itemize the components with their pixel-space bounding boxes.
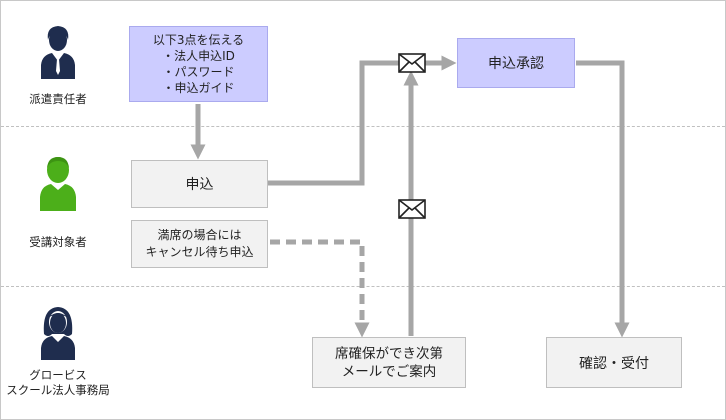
waitlist-box: 満席の場合には キャンセル待ち申込 [131, 220, 268, 268]
envelope-icon [398, 53, 426, 73]
notify-line: ・法人申込ID [162, 49, 235, 63]
approve-box: 申込承認 [457, 38, 575, 88]
woman-icon [41, 307, 75, 360]
notify-line: ・申込ガイド [162, 81, 235, 95]
envelope-icon [398, 199, 426, 219]
waitlist-line: 満席の場合には [157, 228, 242, 242]
person-icon [40, 157, 76, 211]
business-person-icon [41, 26, 75, 79]
confirm-label: 確認・受付 [579, 355, 649, 372]
confirm-box: 確認・受付 [546, 337, 682, 388]
seat-mail-line: 席確保ができ次第 [335, 345, 443, 362]
notify-line: 以下3点を伝える [152, 33, 245, 47]
waitlist-line: キャンセル待ち申込 [145, 245, 254, 259]
seat-mail-box: 席確保ができ次第 メールでご案内 [312, 337, 466, 388]
notify-line: ・パスワード [162, 65, 235, 79]
seat-mail-line: メールでご案内 [341, 363, 437, 380]
arrow-apply-to-approve [268, 55, 457, 186]
lane-label-trainee: 受講対象者 [29, 235, 87, 249]
apply-label: 申込 [185, 177, 214, 193]
approve-label: 申込承認 [488, 56, 544, 72]
lane-label-office-line2: スクール法人事務局 [6, 383, 110, 397]
arrow-approve-to-confirm [576, 60, 630, 338]
arrow-waitlist-to-seat-mail [270, 239, 370, 338]
lane-label-office-line1: グロービス [29, 368, 87, 382]
notify-box: 以下3点を伝える ・法人申込ID ・パスワード ・申込ガイド [129, 26, 268, 102]
apply-box: 申込 [131, 160, 268, 208]
lane-label-office: グロービス スクール法人事務局 [4, 368, 112, 398]
lane-label-dispatch: 派遣責任者 [29, 92, 87, 106]
